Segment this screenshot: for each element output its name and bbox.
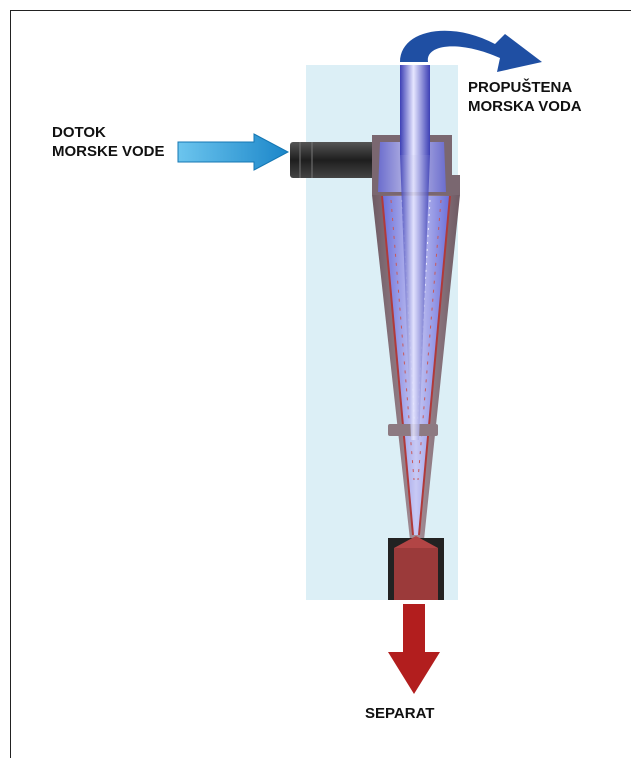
inlet-label-line2: MORSKE VODE (52, 143, 165, 160)
underflow-outlet (388, 536, 444, 600)
inlet-flow-arrow (178, 134, 288, 170)
overflow-label-line1: PROPUŠTENA (468, 79, 572, 96)
separat-label: SEPARAT (365, 704, 434, 723)
overflow-label-line2: MORSKA VODA (468, 98, 582, 115)
inlet-nozzle (290, 142, 376, 178)
overflow-label: PROPUŠTENA MORSKA VODA (468, 78, 582, 116)
inlet-label: DOTOK MORSKE VODE (52, 123, 165, 161)
inlet-label-line1: DOTOK (52, 124, 106, 141)
separat-flow-arrow (388, 604, 440, 694)
